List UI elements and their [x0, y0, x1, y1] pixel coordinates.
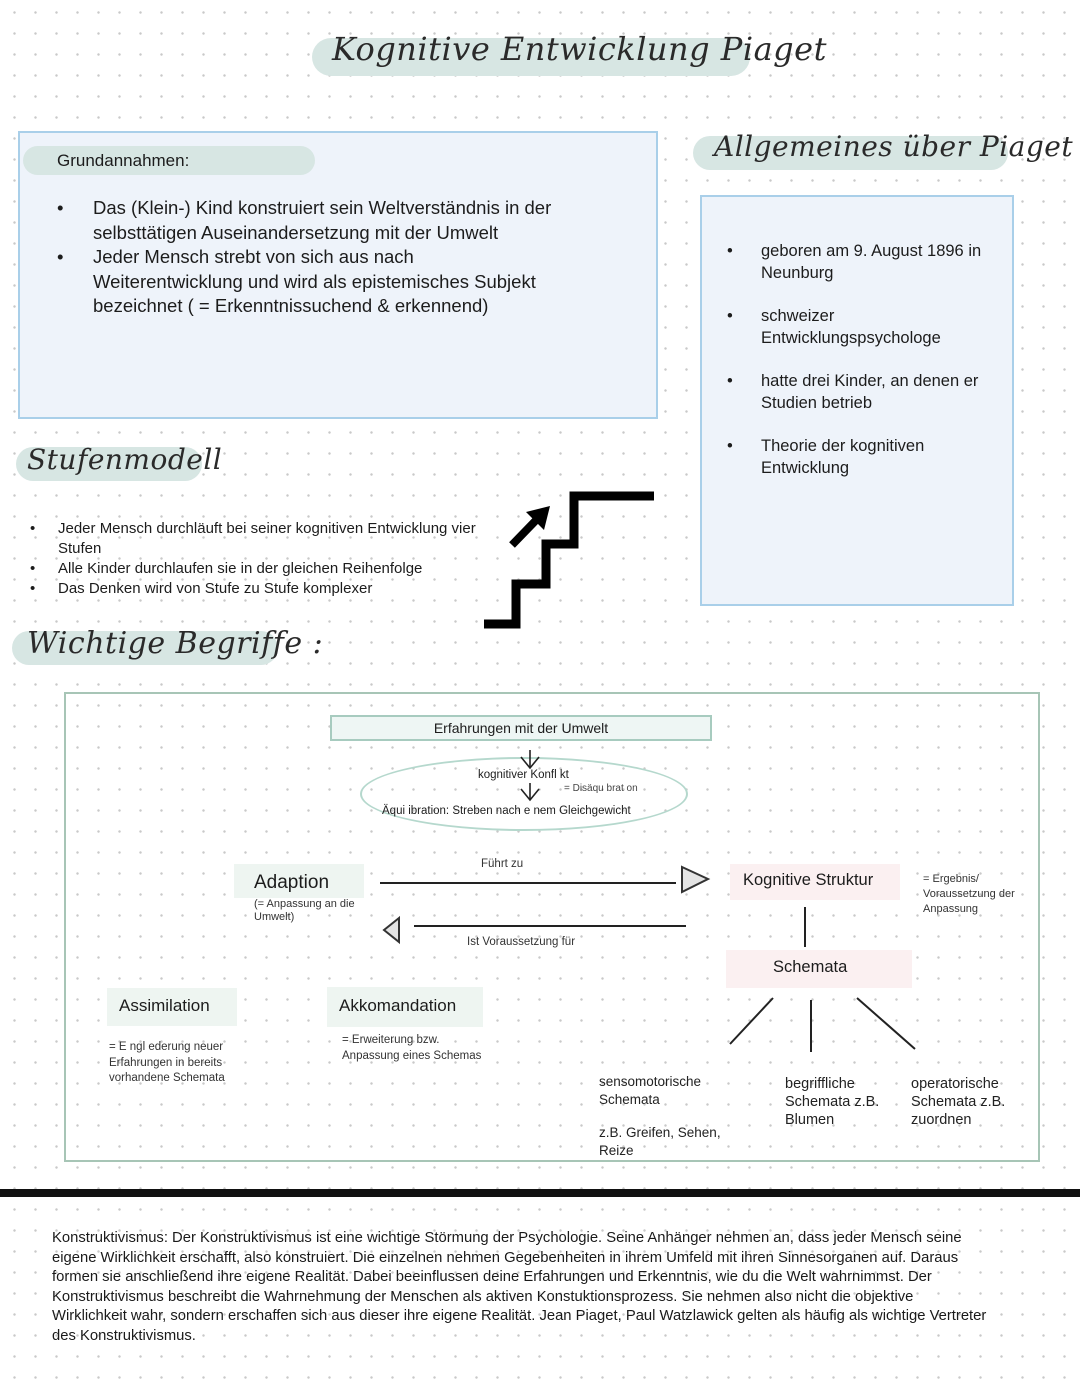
allgemeines-highlight — [693, 136, 1008, 170]
list-item: schweizer Entwicklungspsychologe — [727, 305, 997, 349]
title-highlight — [312, 38, 750, 76]
kognitive-struktur-node — [730, 864, 900, 900]
equilibration-ellipse — [360, 757, 688, 831]
begriffe-highlight — [12, 631, 278, 665]
kognitive-struktur-note: = Ergebnis/ Voraussetzung der Anpassung — [923, 873, 1015, 915]
begriffe-heading: Wichtige Begriffe : — [27, 626, 324, 661]
akkomandation-label: Akkomandation — [339, 996, 457, 1015]
stufenmodell-list: Jeder Mensch durchläuft bei seiner kogni… — [30, 519, 490, 599]
arrow-label-fuehrt-zu: Führt zu — [481, 858, 524, 870]
allgemeines-heading: Allgemeines über Piaget — [714, 130, 1074, 163]
list-item: hatte drei Kinder, an denen er Studien b… — [727, 370, 997, 414]
list-item: Alle Kinder durchlaufen sie in der gleic… — [30, 559, 490, 579]
adaption-label: Adaption — [254, 872, 330, 893]
list-item: geboren am 9. August 1896 in Neunburg — [727, 240, 997, 284]
ellipse-line-2: Äqui ibration: Streben nach e nem Gleich… — [382, 805, 631, 817]
stairs-arrow-icon — [484, 491, 654, 629]
list-item: Jeder Mensch strebt von sich aus nach We… — [57, 245, 557, 319]
akkomandation-note: = Erweiterung bzw. Anpassung eines Schem… — [342, 1034, 482, 1062]
konstruktivismus-paragraph: Konstruktivismus: Der Konstruktivismus i… — [52, 1230, 987, 1344]
sensomotorisch-label: sensomotorische Schemata — [599, 1074, 702, 1107]
arrow-label-voraussetzung: Ist Voraussetzung für — [467, 936, 576, 948]
kognitive-struktur-label: Kognitive Struktur — [743, 871, 874, 889]
list-item: Das (Klein-) Kind konstruiert sein Weltv… — [57, 196, 557, 245]
grundannahmen-heading: Grundannahmen: — [57, 151, 190, 170]
operatorisch-label: operatorische Schemata z.B. zuordnen — [911, 1076, 1006, 1128]
list-item: Jeder Mensch durchläuft bei seiner kogni… — [30, 519, 490, 559]
assimilation-node — [107, 988, 237, 1026]
adaption-node — [234, 864, 364, 898]
grundannahmen-list: Das (Klein-) Kind konstruiert sein Weltv… — [57, 196, 557, 319]
stufenmodell-highlight — [16, 447, 202, 481]
assimilation-label: Assimilation — [119, 996, 210, 1015]
stufenmodell-heading: Stufenmodell — [27, 443, 223, 476]
begrifflich-label: begriffliche Schemata z.B. Blumen — [785, 1076, 880, 1128]
assimilation-note: = E ngl ederung neuer Erfahrungen in ber… — [109, 1041, 225, 1084]
list-item: Das Denken wird von Stufe zu Stufe kompl… — [30, 579, 490, 599]
section-divider — [0, 1189, 1080, 1197]
schemata-label: Schemata — [773, 958, 848, 976]
ellipse-note: = Disäqu brat on — [564, 783, 638, 794]
schemata-node — [726, 950, 912, 988]
adaption-note: (= Anpassung an die Umwelt) — [254, 898, 355, 923]
erfahrungen-box: Erfahrungen mit der Umwelt — [330, 715, 712, 741]
diagram-frame — [64, 692, 1040, 1162]
ellipse-line-1: kognitiver Konfl kt — [478, 769, 569, 781]
akkomandation-node — [327, 987, 483, 1027]
grundannahmen-highlight — [23, 146, 315, 175]
allgemeines-list: geboren am 9. August 1896 in Neunburg sc… — [727, 240, 997, 500]
page-title: Kognitive Entwicklung Piaget — [332, 30, 827, 68]
list-item: Theorie der kognitiven Entwicklung — [727, 435, 997, 479]
sensomotorisch-example: z.B. Greifen, Sehen, Reize — [599, 1125, 721, 1158]
